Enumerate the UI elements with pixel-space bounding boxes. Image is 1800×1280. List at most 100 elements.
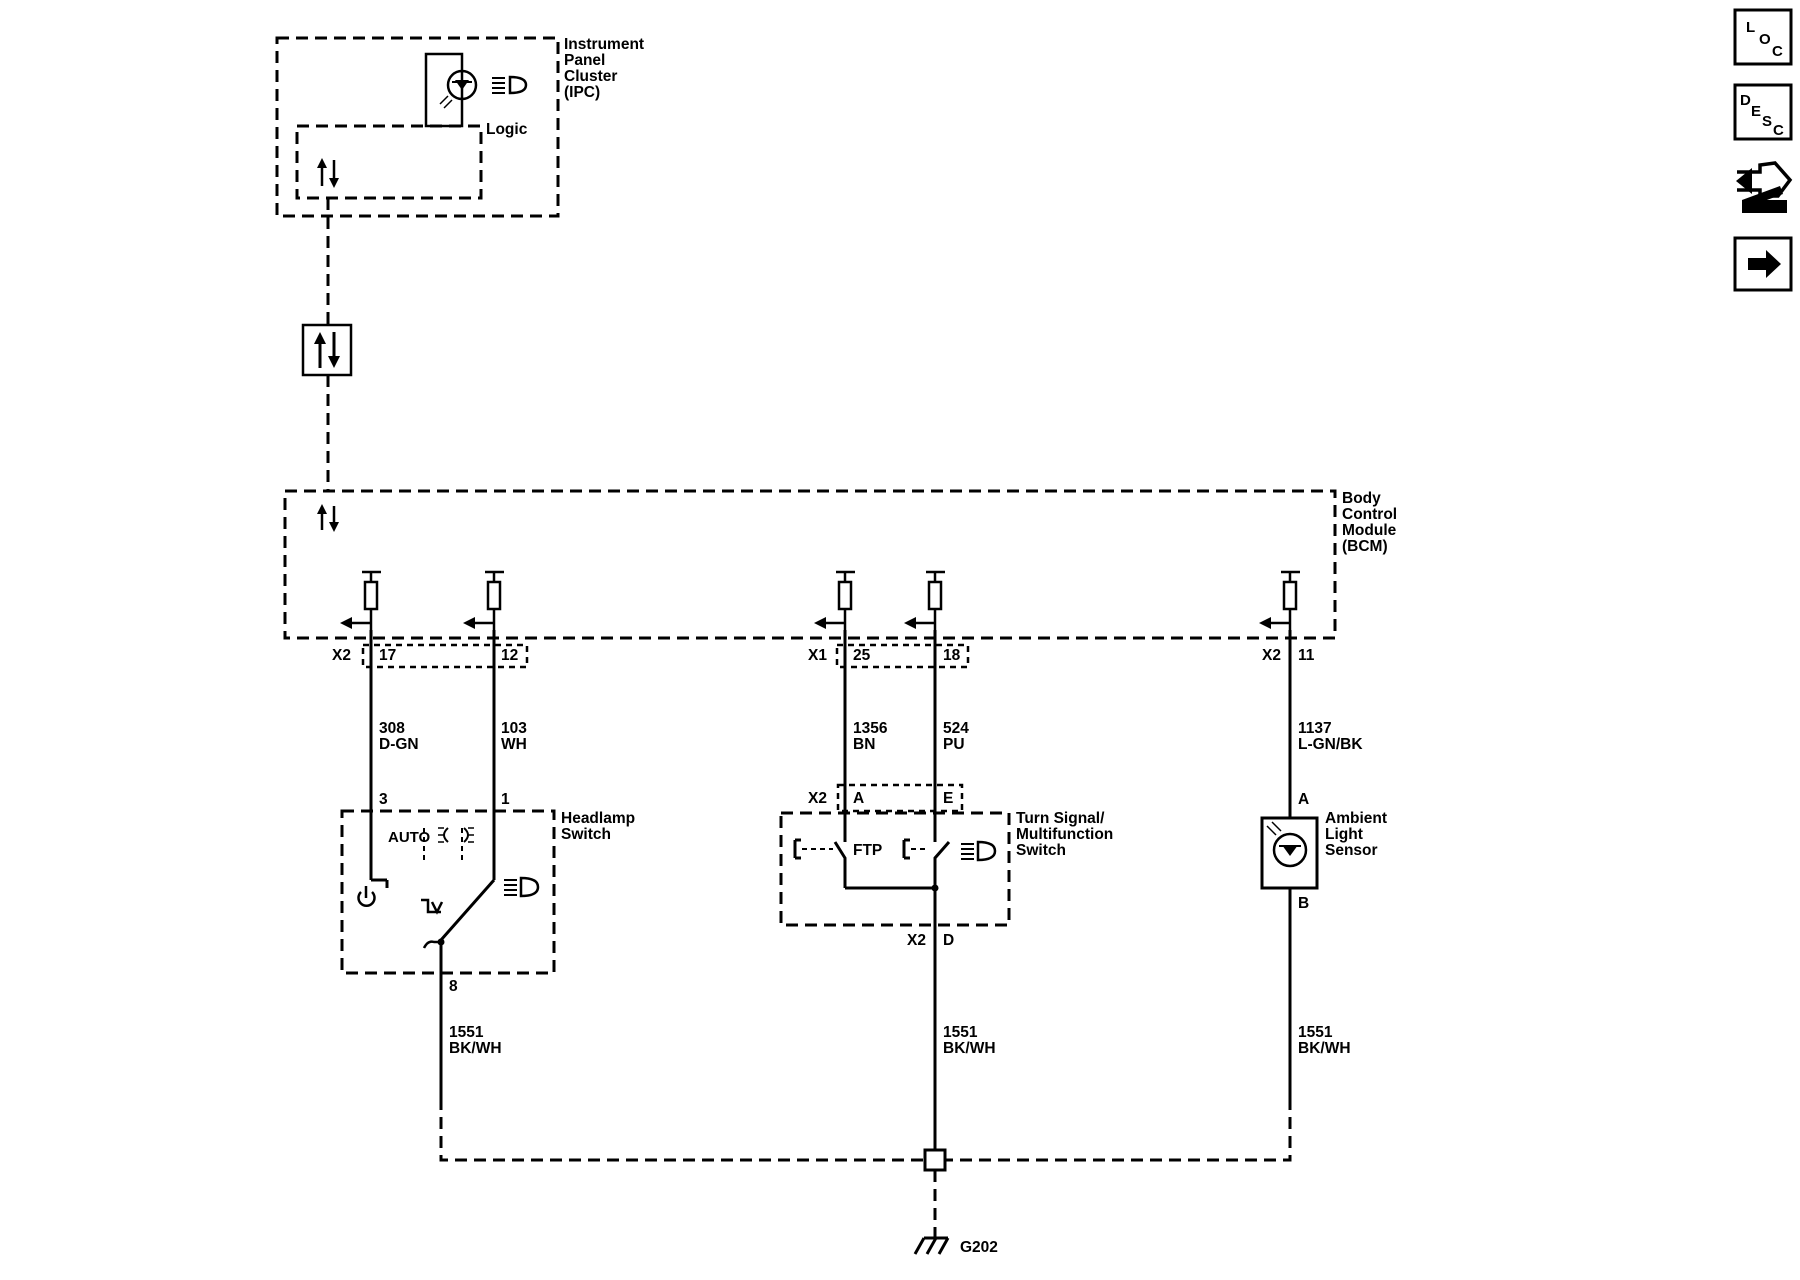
wire-308-color: D-GN <box>379 736 419 753</box>
bcm-module <box>283 489 1337 640</box>
photodiode-icon <box>1266 821 1308 868</box>
serial-data-link-icon <box>301 323 353 377</box>
ipc-boundary <box>275 36 560 218</box>
power-off-icon <box>357 886 376 907</box>
wire-524-circuit: 524 <box>943 720 969 737</box>
turn-signal-connector-housing <box>836 783 964 813</box>
sensor-pin-a: A <box>1298 791 1309 808</box>
turn-signal-name-line-3: Switch <box>1016 842 1066 859</box>
ipc-module <box>275 36 560 218</box>
bcm-connector-x1-id: X1 <box>808 647 827 664</box>
bcm-pin-18: 18 <box>943 647 961 664</box>
turn-signal-name-line-2: Multifunction <box>1016 826 1113 843</box>
bcm-input-circuit-18 <box>904 570 945 630</box>
turn-signal-connector-id: X2 <box>808 790 827 807</box>
headlamp-switch-auto-label: AUTO <box>388 829 431 846</box>
ipc-logic-label: Logic <box>486 121 528 138</box>
ground-icon <box>913 1236 950 1255</box>
turn-signal-pin-d: D <box>943 932 954 949</box>
location-button[interactable]: L O C <box>1733 8 1793 66</box>
wire-308-circuit: 308 <box>379 720 405 737</box>
turn-signal-name-line-1: Turn Signal/ <box>1016 810 1105 827</box>
ipc-name-line-2: Panel <box>564 52 605 69</box>
bcm-connector-x2-left-housing <box>361 643 529 669</box>
headlamp-switch-pin-8: 8 <box>449 978 458 995</box>
turn-signal-pin-e: E <box>943 790 953 807</box>
ipc-name-line-1: Instrument <box>564 36 644 53</box>
turn-signal-switch-boundary <box>779 811 1011 927</box>
wire-1551-left-circuit: 1551 <box>449 1024 484 1041</box>
desc-letter-d: D <box>1740 92 1751 109</box>
bcm-pin-11: 11 <box>1298 647 1315 664</box>
wire-103-circuit: 103 <box>501 720 527 737</box>
turn-signal-pin-a: A <box>853 790 864 807</box>
splice-box <box>923 1148 947 1172</box>
ambient-light-sensor <box>1260 816 1319 890</box>
bcm-name-line-1: Body <box>1342 490 1381 507</box>
flash-to-pass-icon <box>793 838 801 860</box>
diagnostic-connector-icon[interactable] <box>1736 161 1793 213</box>
next-arrow-button[interactable] <box>1733 236 1793 292</box>
headlamp-switch-name-line-1: Headlamp <box>561 810 635 827</box>
bcm-pin-17: 17 <box>379 647 396 664</box>
loc-letter-c: C <box>1772 43 1783 60</box>
ground-splice <box>439 1098 1292 1238</box>
wire-1356-circuit: 1356 <box>853 720 888 737</box>
bcm-input-circuit-11 <box>1259 570 1300 630</box>
right-arrow-icon <box>1748 250 1781 278</box>
headlamp-switch-pin-3: 3 <box>379 791 388 808</box>
ipc-logic-boundary <box>295 124 483 200</box>
headlamp-switch-boundary <box>340 809 556 975</box>
description-button[interactable]: D E S C <box>1733 83 1793 141</box>
headlamp-indicator-icon <box>492 75 528 95</box>
ipc-indicator-box <box>424 52 464 128</box>
serial-data-icon <box>317 158 339 188</box>
wire-1551-right-color: BK/WH <box>1298 1040 1351 1057</box>
sensor-name-line-1: Ambient <box>1325 810 1387 827</box>
bcm-connector-x2-right-id: X2 <box>1262 647 1281 664</box>
switch-actuator-icon <box>421 898 444 915</box>
wire-1551-left-color: BK/WH <box>449 1040 502 1057</box>
turn-signal-bottom-connector-id: X2 <box>907 932 926 949</box>
headlamp-switch-name-line-2: Switch <box>561 826 611 843</box>
bcm-pin-12: 12 <box>501 647 518 664</box>
wire-1356-color: BN <box>853 736 875 753</box>
bcm-input-circuit-12 <box>463 570 504 630</box>
wire-1137-circuit: 1137 <box>1298 720 1332 737</box>
parking-lamps-icon <box>438 827 474 843</box>
ipc-name-line-4: (IPC) <box>564 84 600 101</box>
loc-letter-o: O <box>1759 31 1771 48</box>
bcm-connector-x2-left-id: X2 <box>332 647 351 664</box>
headlamp-switch-pin-1: 1 <box>501 791 510 808</box>
sensor-name-line-3: Sensor <box>1325 842 1378 859</box>
bcm-boundary <box>283 489 1337 640</box>
high-beam-switch-icon <box>902 838 910 860</box>
headlamp-switch <box>340 809 556 975</box>
high-beam-icon <box>961 840 997 862</box>
turn-signal-ftp-label: FTP <box>853 842 882 859</box>
desc-letter-s: S <box>1762 113 1772 130</box>
bcm-name-line-4: (BCM) <box>1342 538 1388 555</box>
bcm-input-circuit-17 <box>340 570 381 630</box>
desc-letter-c: C <box>1773 122 1784 139</box>
wire-103-color: WH <box>501 736 527 753</box>
bcm-input-circuit-25 <box>814 570 855 630</box>
loc-letter-l: L <box>1746 19 1755 36</box>
desc-letter-e: E <box>1751 103 1761 120</box>
wire-1137-color: L-GN/BK <box>1298 736 1363 753</box>
turn-signal-multifunction-switch <box>779 783 1011 927</box>
ipc-name-line-3: Cluster <box>564 68 617 85</box>
sensor-name-line-2: Light <box>1325 826 1363 843</box>
indicator-lamp-icon <box>439 69 478 109</box>
wire-524-color: PU <box>943 736 965 753</box>
bcm-pin-25: 25 <box>853 647 871 664</box>
wire-1551-right-circuit: 1551 <box>1298 1024 1333 1041</box>
bcm-name-line-3: Module <box>1342 522 1397 539</box>
sensor-pin-b: B <box>1298 895 1309 912</box>
bcm-name-line-2: Control <box>1342 506 1397 523</box>
ground-id-label: G202 <box>960 1239 998 1256</box>
wire-1551-center-circuit: 1551 <box>943 1024 978 1041</box>
bcm-serial-data-icon <box>317 504 339 532</box>
headlamp-on-icon <box>504 876 540 898</box>
